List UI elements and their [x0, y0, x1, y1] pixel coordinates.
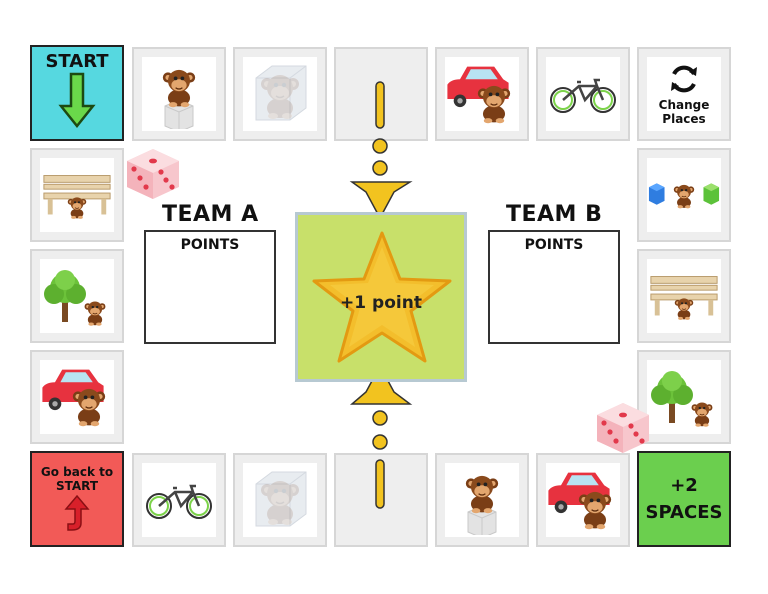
monkey-by-tree-icon [651, 371, 713, 428]
tile-monkey-under-bench-left[interactable] [30, 148, 124, 242]
dice-icon[interactable] [594, 398, 652, 456]
star-icon [312, 231, 452, 363]
tile-monkey-between-boxes[interactable] [637, 148, 731, 242]
tile-monkey-by-car[interactable] [435, 47, 529, 141]
bottom-track-arrow [349, 364, 413, 509]
tile-monkey-on-box-bottom[interactable] [435, 453, 529, 547]
plus-two-label-2: SPACES [645, 502, 723, 523]
team-a-title: TEAM A [162, 202, 259, 227]
plus-two-label-1: +2 [670, 475, 698, 496]
team-b-title: TEAM B [506, 202, 603, 227]
monkey-by-car-icon [548, 472, 612, 530]
tile-monkey-in-box-bottom[interactable] [233, 453, 327, 547]
refresh-icon [671, 65, 697, 93]
monkey-in-glass-box-icon [255, 471, 307, 527]
team-a-points-box[interactable]: POINTS [144, 230, 276, 344]
tile-monkey-in-box[interactable] [233, 47, 327, 141]
monkey-between-boxes-icon [648, 183, 720, 209]
team-b-points-box[interactable]: POINTS [488, 230, 620, 344]
tile-monkey-under-bench-right[interactable] [637, 249, 731, 343]
tile-monkey-by-car-bottom[interactable] [536, 453, 630, 547]
start-label: START [45, 50, 109, 72]
plus-two-spaces-square[interactable]: +2 SPACES [637, 451, 731, 547]
go-back-to-start-square[interactable]: Go back to START [30, 451, 124, 547]
tile-monkey-by-tree-right[interactable] [637, 350, 731, 444]
monkey-on-box-icon [465, 475, 499, 535]
monkey-on-box-icon [162, 69, 196, 129]
monkey-in-glass-box-icon [255, 65, 307, 121]
monkey-under-bench-icon [43, 175, 111, 220]
bicycle-icon [549, 78, 617, 114]
arrow-down-icon [58, 72, 96, 128]
monkey-by-car-icon [42, 369, 106, 427]
go-back-label-2: START [55, 479, 99, 493]
tile-monkey-by-tree-left[interactable] [30, 249, 124, 343]
center-bonus-square[interactable]: +1 point [295, 212, 467, 382]
start-square[interactable]: START [30, 45, 124, 141]
change-places-label-1: Change [658, 98, 710, 112]
monkey-by-car-icon [447, 66, 511, 124]
go-back-label-1: Go back to [40, 465, 114, 479]
change-places-square[interactable]: Change Places [637, 47, 731, 141]
tile-monkey-by-car-left[interactable] [30, 350, 124, 444]
bicycle-icon [145, 484, 213, 520]
dice-icon[interactable] [124, 144, 182, 202]
team-b-points-label: POINTS [524, 237, 584, 253]
tile-bicycle-bottom[interactable] [132, 453, 226, 547]
tile-bicycle[interactable] [536, 47, 630, 141]
monkey-under-bench-icon [650, 276, 718, 321]
top-track-arrow [349, 81, 413, 220]
center-label: +1 point [340, 293, 422, 313]
arrow-back-up-icon [64, 494, 90, 531]
monkey-by-tree-icon [44, 270, 106, 327]
team-a-points-label: POINTS [180, 237, 240, 253]
change-places-label-2: Places [662, 112, 706, 126]
tile-monkey-on-box[interactable] [132, 47, 226, 141]
